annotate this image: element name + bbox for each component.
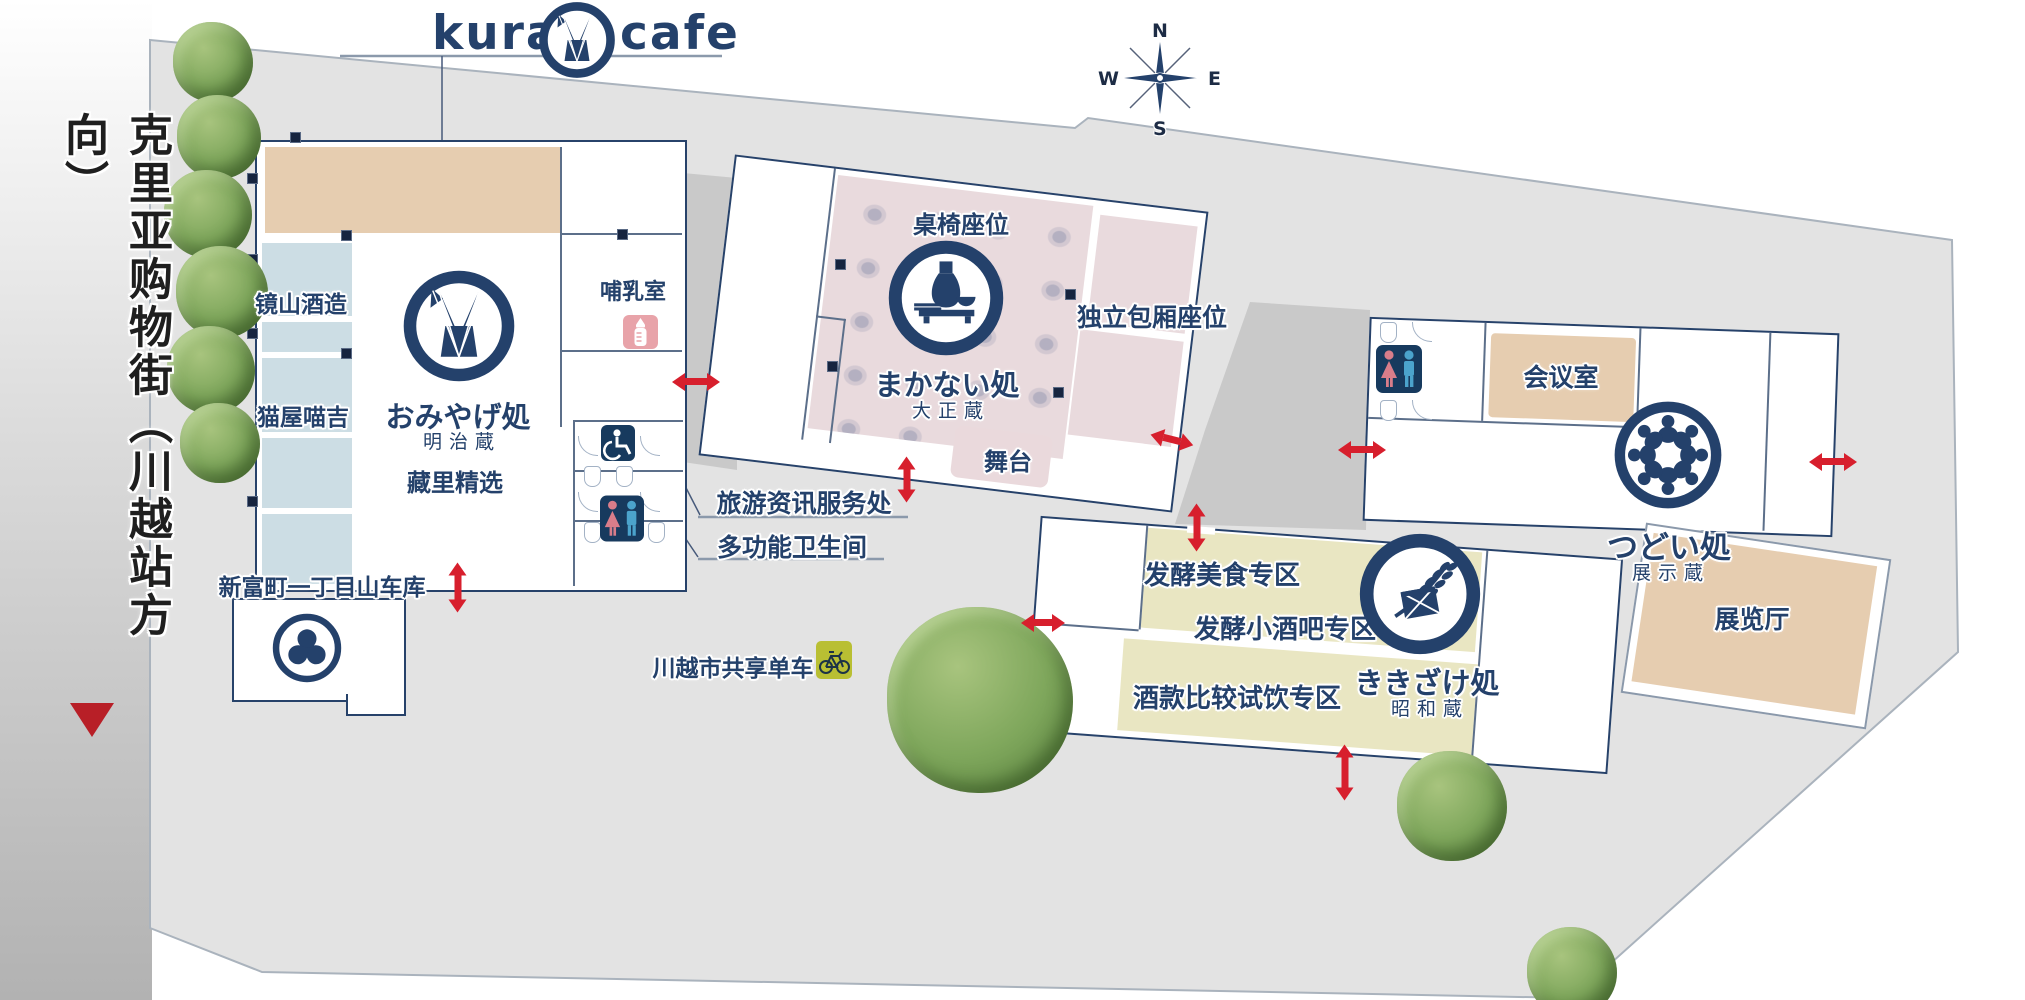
- door-marker: [617, 229, 628, 240]
- taisho-title-label: まかない処: [874, 368, 1020, 402]
- tree: [176, 246, 268, 338]
- showa-kura-label: 昭和蔵: [1390, 698, 1470, 720]
- tree: [887, 607, 1073, 793]
- door-marker: [247, 173, 258, 184]
- meiji-kura-label: 明治蔵: [422, 431, 502, 453]
- meiji-shop1-label: 镜山酒造: [255, 292, 347, 318]
- crest-logo-icon: [272, 613, 342, 683]
- entrance-arrow-icon: [1341, 757, 1349, 788]
- compass-w-label: W: [1098, 68, 1119, 90]
- bike-share-label: 川越市共享单车: [652, 656, 814, 682]
- taisho-stage-label: 舞台: [984, 448, 1032, 476]
- nursing-room-label: 哺乳室: [599, 280, 667, 305]
- crane-logo-icon: [403, 270, 515, 382]
- meiji-shop-strip: [262, 243, 352, 316]
- multi-toilet-label: 多功能卫生间: [716, 533, 868, 562]
- street-direction-label: 克里亚购物街（川越站方向）: [57, 112, 172, 640]
- door-marker: [1053, 387, 1064, 398]
- door-marker: [247, 496, 258, 507]
- entrance-arrow-icon: [903, 469, 911, 490]
- left-gradient-strip: [0, 0, 152, 1000]
- crane-logo-icon: [539, 2, 615, 78]
- sake-set-logo-icon: [888, 240, 1004, 356]
- meiji-title-label: おみやげ処: [385, 400, 531, 434]
- showa-zone3-label: 酒款比较试饮专区: [1132, 684, 1342, 714]
- compass-n-label: N: [1152, 20, 1168, 42]
- entrance-arrow-icon: [454, 575, 462, 600]
- entrance-arrow-icon: [1338, 440, 1386, 459]
- logo-text-kura: kura: [432, 6, 560, 61]
- door-marker: [1065, 289, 1076, 300]
- compass-s-label: S: [1153, 118, 1167, 140]
- tree: [167, 326, 255, 414]
- meiji-shop2-label: 猫屋喵吉: [257, 405, 349, 431]
- restroom-icon: [600, 495, 644, 542]
- bicycle-icon: [816, 641, 852, 679]
- building-dashi-garage-step: [346, 694, 406, 716]
- door-marker: [290, 132, 301, 143]
- taisho-kura-label: 大正蔵: [911, 400, 991, 422]
- dashi-garage-label: 新富町一丁目山车库: [218, 575, 426, 601]
- tree: [1397, 751, 1507, 861]
- gathering-logo-icon: [1614, 401, 1722, 509]
- tsudoi-kura-label: 展示蔵: [1631, 562, 1711, 584]
- tree: [1527, 927, 1617, 1000]
- showa-zone2-label: 发酵小酒吧专区: [1193, 615, 1377, 645]
- tree: [180, 403, 260, 483]
- door-marker: [341, 348, 352, 359]
- meiji-shop-strip: [262, 514, 352, 584]
- restroom-icon: [1376, 345, 1422, 393]
- meiji-shop-strip: [262, 438, 352, 508]
- entrance-arrow-icon: [1193, 516, 1201, 539]
- entrance-arrow-icon: [672, 372, 720, 391]
- door-marker: [827, 361, 838, 372]
- taisho-seats-label: 桌椅座位: [913, 211, 1009, 239]
- toilet-fixture: [1380, 322, 1397, 343]
- path-central: [1175, 302, 1370, 530]
- door-marker: [835, 259, 846, 270]
- tourist-info-label: 旅游资讯服务处: [716, 489, 892, 518]
- toilet-fixture: [616, 466, 633, 487]
- tsudoi-exhibit-label: 展览厅: [1714, 605, 1790, 634]
- meiji-brand-label: 藏里精选: [407, 469, 503, 497]
- baby-bottle-icon: [623, 315, 658, 349]
- toilet-fixture: [648, 522, 665, 543]
- tsudoi-title-label: つどい処: [1607, 530, 1731, 566]
- tree: [164, 170, 252, 258]
- toilet-fixture: [584, 466, 601, 487]
- toilet-fixture: [584, 522, 601, 543]
- building-tsudoi-kura: [1362, 316, 1840, 538]
- logo-text-cafe: cafe: [620, 6, 740, 61]
- showa-zone1-label: 发酵美食专区: [1143, 561, 1301, 591]
- compass-e-label: E: [1208, 68, 1221, 90]
- taisho-rooms-label: 独立包厢座位: [1076, 303, 1228, 332]
- meiji-tan-zone: [265, 147, 562, 233]
- meiji-shop-strip: [262, 358, 352, 432]
- rice-masu-logo-icon: [1359, 533, 1481, 655]
- showa-title-label: ききざけ処: [1354, 666, 1500, 700]
- door-marker: [341, 230, 352, 241]
- wheelchair-icon: [601, 425, 635, 461]
- entrance-arrow-icon: [1809, 452, 1857, 471]
- meiji-shop-strip: [262, 322, 352, 352]
- compass-rose-icon: [1119, 37, 1201, 119]
- tree: [177, 95, 261, 179]
- tsudoi-meeting-label: 会议室: [1523, 363, 1599, 392]
- entrance-arrow-icon: [1021, 613, 1065, 632]
- taisho-private-room: [1067, 329, 1184, 447]
- door-marker: [247, 328, 258, 339]
- toilet-fixture: [1380, 400, 1397, 421]
- tree: [173, 22, 253, 102]
- direction-triangle-icon: [70, 703, 114, 737]
